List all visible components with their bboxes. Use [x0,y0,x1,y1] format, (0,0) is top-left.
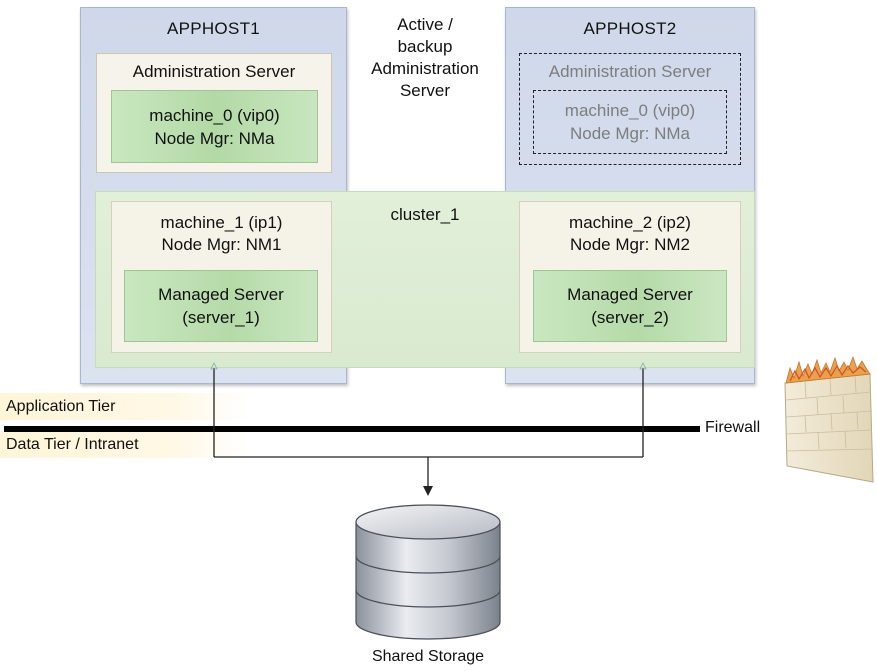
application-tier-label: Application Tier [0,393,250,420]
machine-1-labels: machine_1 (ip1) Node Mgr: NM1 [161,212,283,256]
machine-0-label: machine_0 (vip0) [149,105,280,125]
managed-server-2-title: Managed Server [567,285,693,304]
machine-2-nodemgr: Node Mgr: NM2 [570,235,690,254]
active-backup-line3: Administration [371,59,479,78]
managed-server-2-name: (server_2) [591,308,669,327]
apphost2-admin-server-standby [519,53,741,165]
firewall-icon [784,355,874,483]
apphost1-title: APPHOST1 [166,19,261,38]
machine-2-labels: machine_2 (ip2) Node Mgr: NM2 [569,212,691,256]
machine-2-label: machine_2 (ip2) [569,213,691,232]
apphost1-machine-0: machine_0 (vip0) Node Mgr: NMa [111,90,318,163]
managed-server-1-title: Managed Server [158,285,284,304]
connector-marker-1 [210,362,218,370]
connector-marker-2 [639,362,647,370]
apphost2-title: APPHOST2 [583,19,677,38]
cluster-1-label: cluster_1 [390,205,460,224]
data-tier-label: Data Tier / Intranet [0,431,250,458]
machine-1-label: machine_1 (ip1) [160,213,283,232]
arrow-head [423,486,433,496]
active-backup-line2: backup [397,37,453,56]
managed-server-2: Managed Server (server_2) [533,270,727,342]
machine-1-nodemgr: Node Mgr: NM1 [161,235,282,254]
managed-server-1-name: (server_1) [182,308,260,327]
apphost2-admin-server-title: Administration Server [548,62,712,81]
apphost1-admin-server-title: Administration Server [132,62,296,81]
active-backup-label: Active / backup Administration Server [365,14,485,102]
active-backup-line4: Server [399,81,451,100]
apphost2-machine-0-standby: machine_0 (vip0) Node Mgr: NMa [533,90,727,154]
machine-0-nodemgr: Node Mgr: NMa [570,124,690,143]
firewall-label: Firewall [702,419,764,437]
machine-0-nodemgr: Node Mgr: NMa [154,128,275,148]
shared-storage-label: Shared Storage [371,648,485,665]
database-icon [355,504,501,640]
managed-server-1: Managed Server (server_1) [124,270,318,342]
machine-0-label: machine_0 (vip0) [564,101,696,120]
active-backup-line1: Active / [397,15,453,34]
